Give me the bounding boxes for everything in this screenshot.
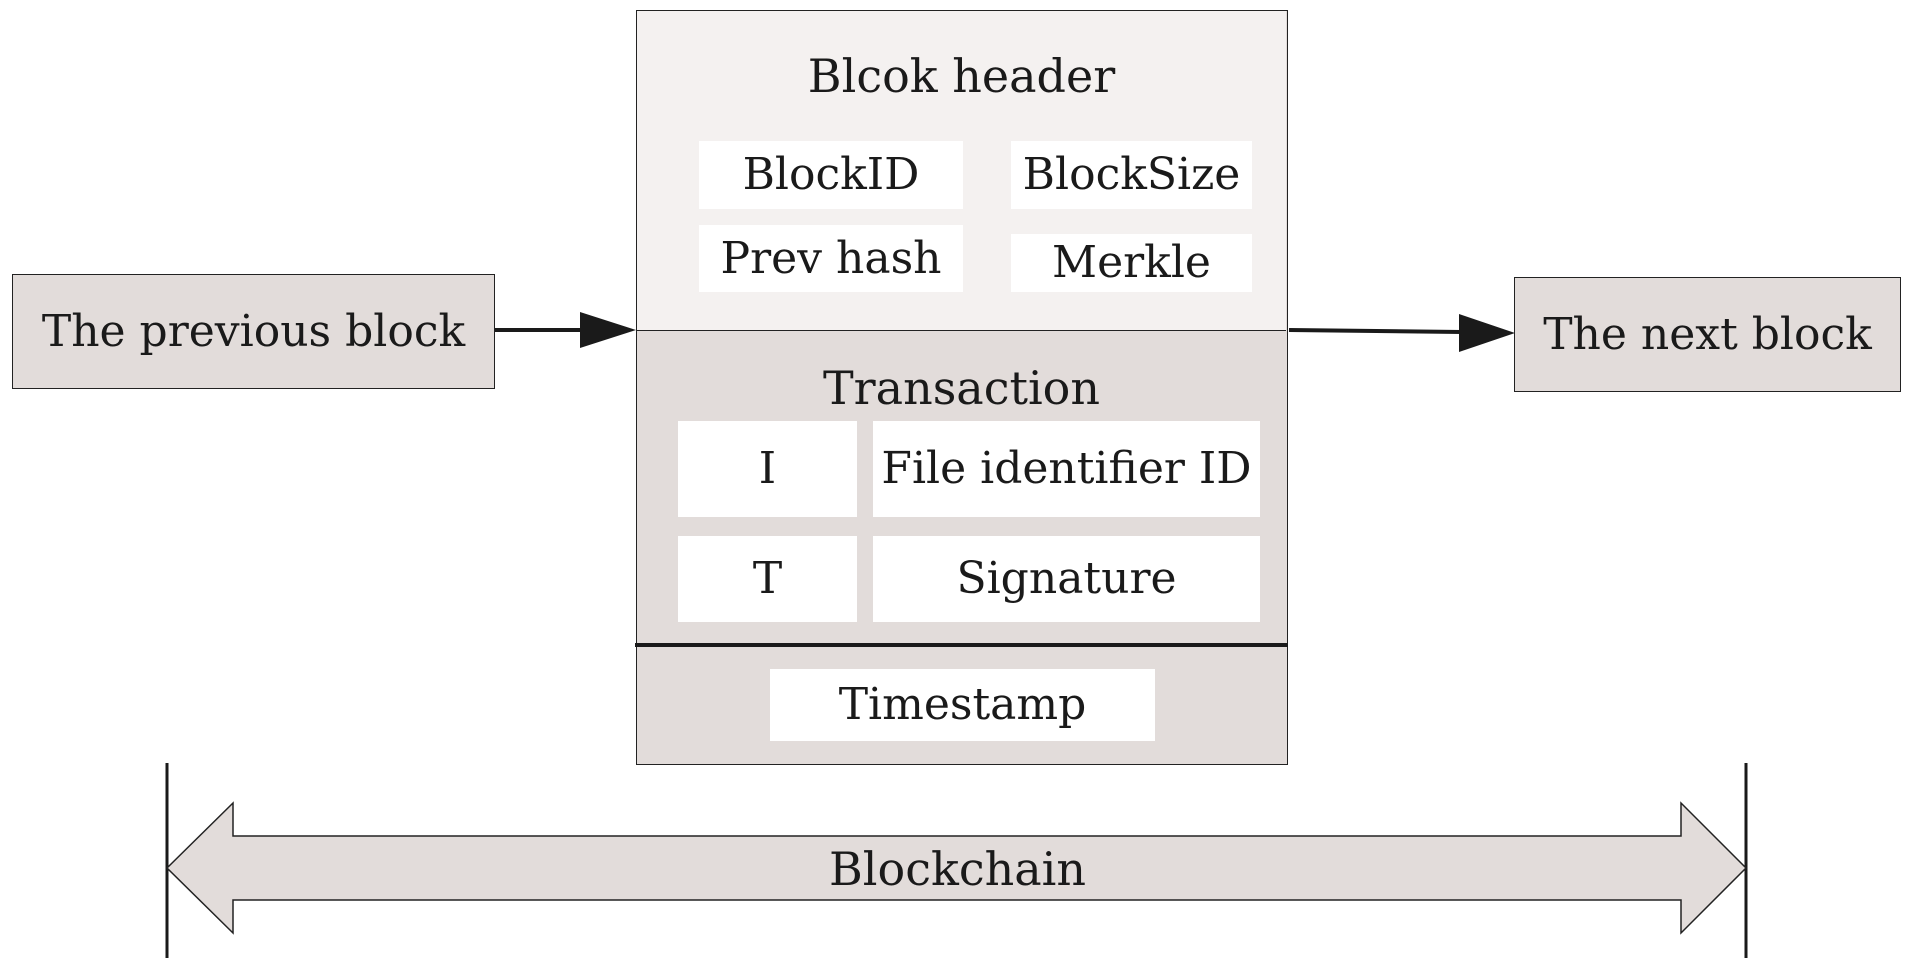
- blockchain-double-arrow: [165, 801, 1748, 935]
- header-field-merkle: Merkle: [1011, 234, 1252, 292]
- blockchain-label: Blockchain: [829, 842, 1086, 896]
- previous-block-label: The previous block: [41, 305, 466, 357]
- header-field-block-size: BlockSize: [1011, 141, 1252, 209]
- arrowhead-to-next-block: [1459, 314, 1515, 352]
- arrowhead-into-block: [580, 312, 636, 348]
- arrow-to-next-block: [1288, 328, 1463, 334]
- header-field-block-id: BlockID: [699, 141, 963, 209]
- transaction-title: Transaction: [822, 361, 1101, 415]
- block-container: Blcok header BlockID BlockSize Prev hash…: [635, 10, 1288, 765]
- transaction-cell-t: T: [678, 536, 857, 622]
- previous-block-box: The previous block: [12, 274, 495, 389]
- header-field-prev-hash: Prev hash: [699, 225, 963, 292]
- block-header-title: Blcok header: [807, 49, 1116, 103]
- next-block-box: The next block: [1514, 277, 1901, 392]
- next-block-label: The next block: [1543, 308, 1872, 360]
- transaction-section: Transaction I File identifier ID T Signa…: [637, 331, 1286, 643]
- timestamp-cell: Timestamp: [770, 669, 1155, 741]
- transaction-cell-file-identifier-id: File identifier ID: [873, 421, 1260, 517]
- block-header-section: Blcok header BlockID BlockSize Prev hash…: [637, 11, 1286, 331]
- timestamp-label: Timestamp: [838, 679, 1087, 730]
- timestamp-divider: [635, 643, 1288, 647]
- transaction-cell-i: I: [678, 421, 857, 517]
- transaction-cell-signature: Signature: [873, 536, 1260, 622]
